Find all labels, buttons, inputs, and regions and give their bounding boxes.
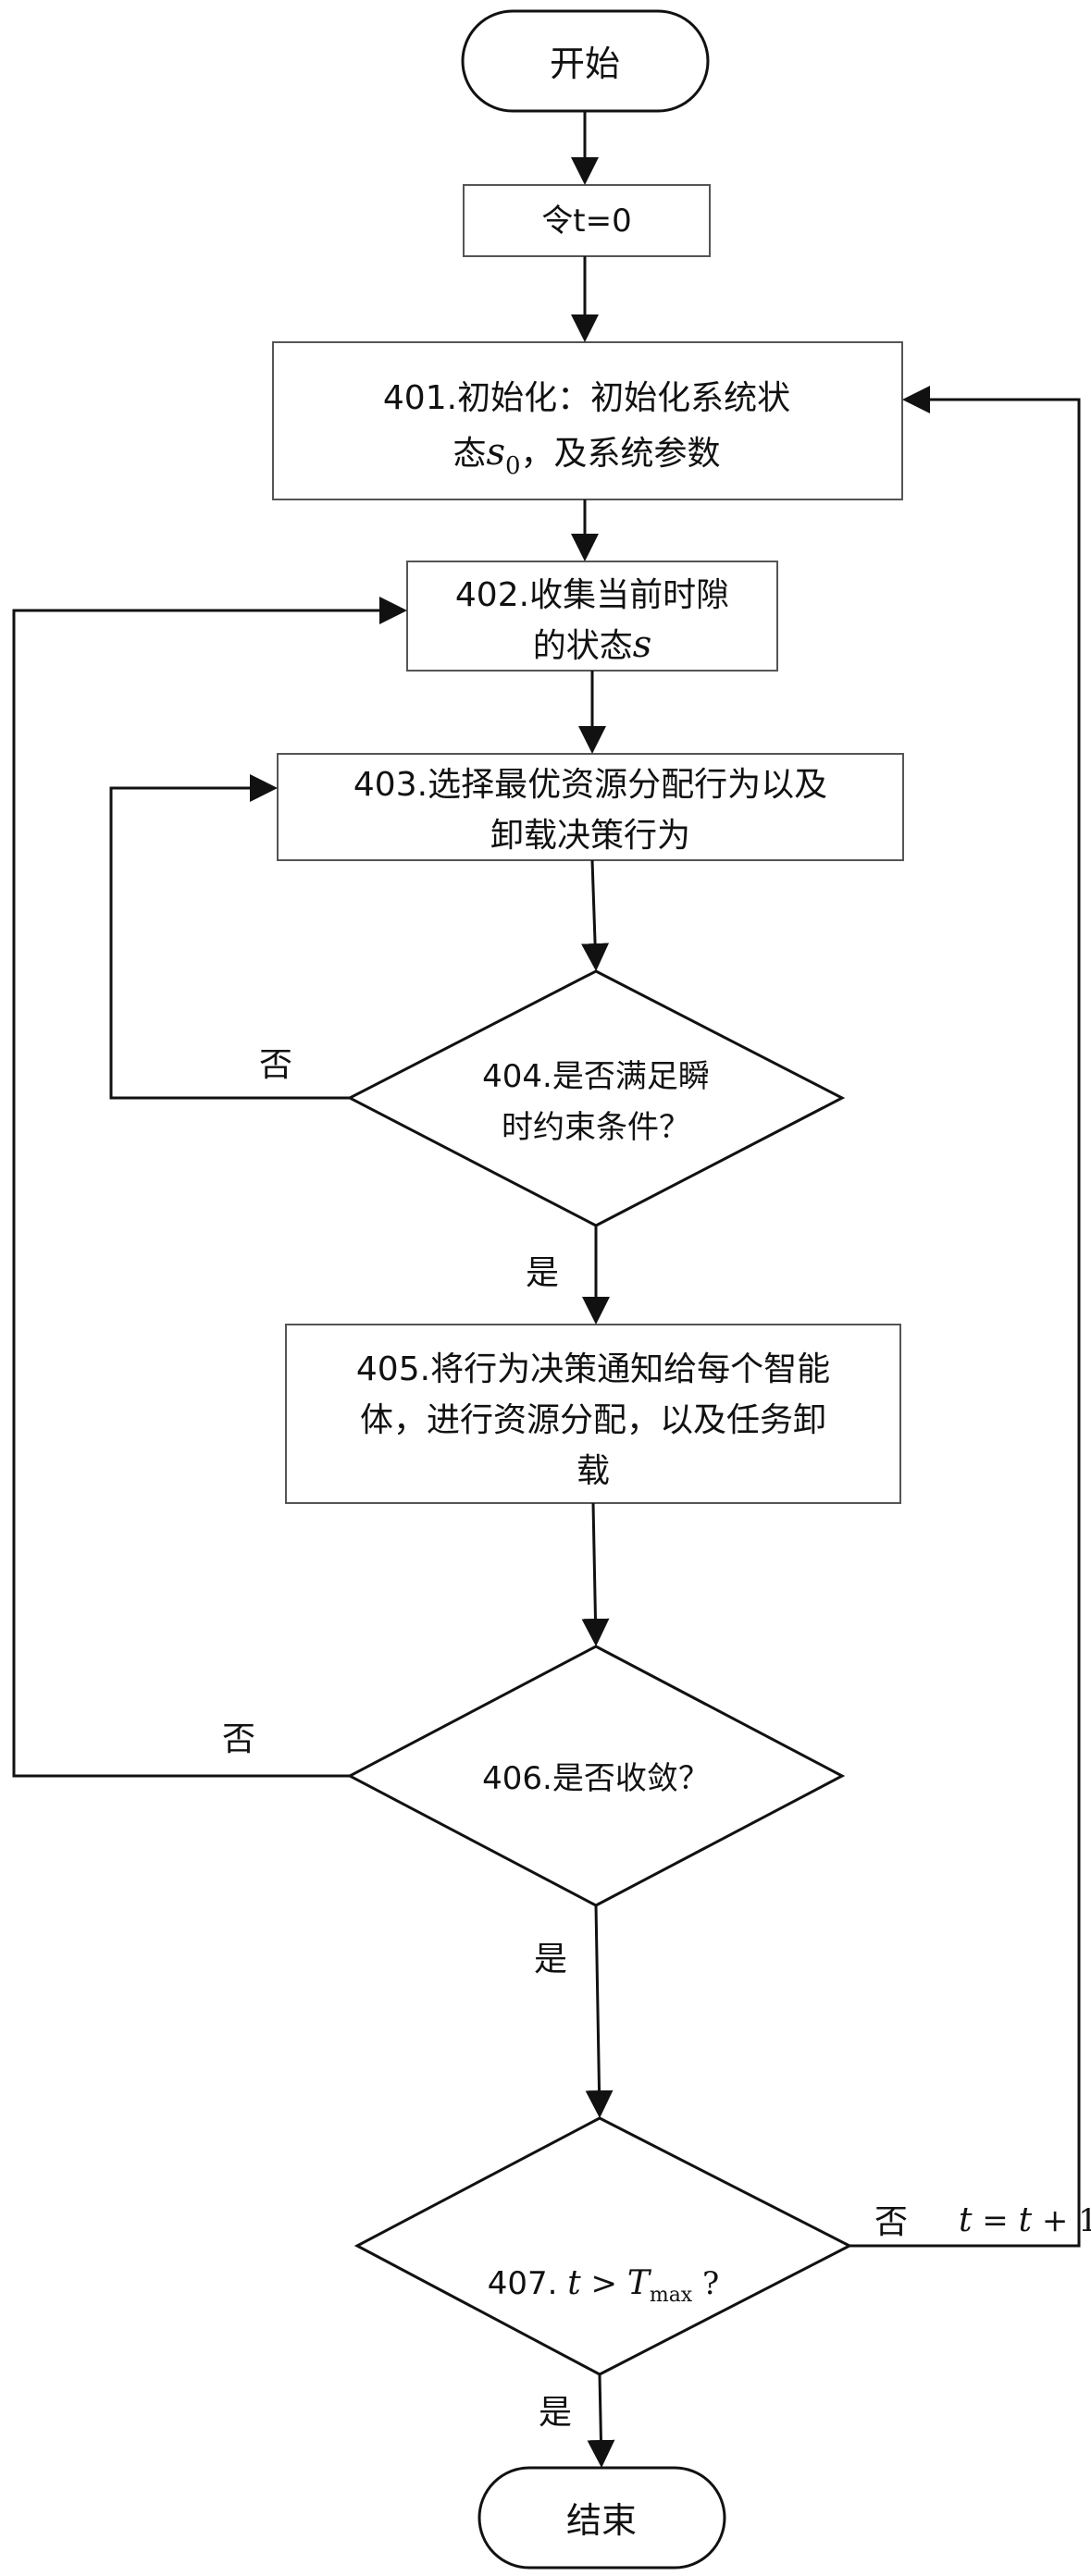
step-402-box: 402.收集当前时隙 的状态s [406,561,778,672]
step-403-line1: 403.选择最优资源分配行为以及 [353,766,827,804]
arrow-406-to-407 [585,1904,614,2118]
decision-407: 407. t > Tmax ? [353,2116,853,2376]
label-407-update: t = t + 1 [959,2201,1091,2239]
decision-406: 406.是否收敛？ [346,1645,846,1907]
init-t-label: 令t=0 [541,203,631,240]
state-symbol: s [486,431,505,474]
step-405-box: 405.将行为决策通知给每个智能 体，进行资源分配，以及任务卸 载 [285,1324,901,1504]
loop-407-no-to-401 [849,386,1081,2248]
label-404-yes: 是 [526,1254,559,1292]
decision-404-line2: 时约束条件？ [502,1109,690,1146]
label-406-no: 否 [222,1720,255,1758]
decision-404-line1: 404.是否满足瞬 [482,1058,710,1095]
arrow-403-to-404 [581,859,610,971]
decision-404: 404.是否满足瞬 时约束条件？ [346,969,846,1227]
step-401-box: 401.初始化：初始化系统状 态s0，及系统参数 [272,341,903,500]
label-404-no: 否 [259,1046,292,1084]
step-405-line2: 体，进行资源分配，以及任务卸 [360,1401,826,1439]
step-403-box: 403.选择最优资源分配行为以及 卸载决策行为 [277,753,904,861]
step-405-line3: 载 [576,1452,610,1490]
start-terminal: 开始 [461,9,710,113]
label-407-no: 否 [874,2203,908,2241]
label-406-yes: 是 [534,1941,567,1978]
loop-406-no-to-402 [12,597,407,1778]
state-subscript: 0 [505,452,521,480]
decision-407-label: 407. t > Tmax ? [488,2264,720,2307]
start-label: 开始 [550,43,620,84]
decision-406-label: 406.是否收敛？ [482,1760,710,1797]
label-407-yes: 是 [539,2394,572,2432]
init-t-box: 令t=0 [463,184,711,257]
arrow-405-to-406 [581,1502,610,1646]
step-402-line1: 402.收集当前时隙 [455,576,729,614]
loop-404-no-to-403 [109,774,350,1100]
end-terminal: 结束 [477,2466,726,2570]
step-401-line2: 态s0，及系统参数 [453,431,720,480]
arrow-407-to-end [587,2373,615,2468]
step-402-line2: 的状态s [533,623,652,666]
step-405-line1: 405.将行为决策通知给每个智能 [356,1350,830,1388]
end-label: 结束 [566,2500,637,2541]
step-401-line1: 401.初始化：初始化系统状 [383,379,790,417]
step-403-line2: 卸载决策行为 [490,817,690,855]
